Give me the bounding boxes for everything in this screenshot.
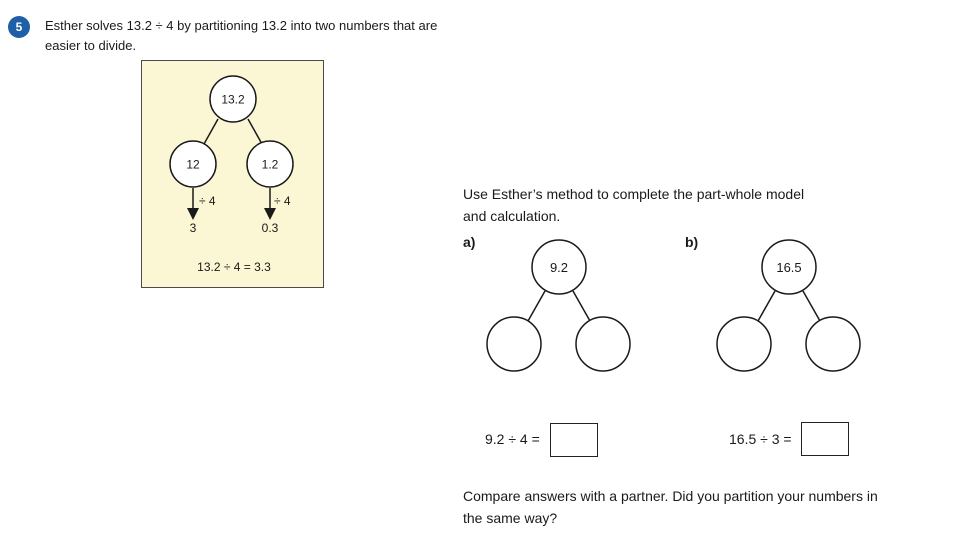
question-text: Esther solves 13.2 ÷ 4 by partitioning 1… — [45, 16, 465, 56]
example-link-left — [203, 118, 219, 145]
question-number: 5 — [15, 20, 23, 34]
answer-box-b[interactable] — [801, 422, 849, 456]
example-result-right: 0.3 — [262, 221, 279, 235]
example-part-right-circle — [246, 140, 294, 188]
example-part-right-value: 1.2 — [262, 158, 279, 172]
question-text-line-2: easier to divide. — [45, 38, 137, 53]
model-a-part-right-circle[interactable] — [575, 316, 631, 372]
example-whole-value: 13.2 — [221, 93, 245, 107]
compare-prompt-line-1: Compare answers with a partner. Did you … — [463, 488, 878, 504]
task-instruction-line-2: and calculation. — [463, 208, 561, 224]
model-a-whole-value: 9.2 — [550, 260, 568, 275]
task-instruction-line-1: Use Esther’s method to complete the part… — [463, 186, 805, 202]
model-b: 16.5 — [716, 239, 861, 372]
example-part-left-value: 12 — [186, 158, 200, 172]
model-a-link-left — [527, 290, 546, 322]
part-b-label: b) — [685, 234, 699, 250]
model-b-part-right-circle[interactable] — [805, 316, 861, 372]
example-equation: 13.2 ÷ 4 = 3.3 — [197, 260, 271, 274]
answer-box-a[interactable] — [550, 423, 598, 457]
model-b-whole-value: 16.5 — [776, 260, 801, 275]
example-result-left: 3 — [190, 221, 197, 235]
task-instruction: Use Esther’s method to complete the part… — [463, 183, 883, 227]
compare-prompt: Compare answers with a partner. Did you … — [463, 485, 943, 529]
model-b-link-right — [802, 290, 821, 322]
model-a-whole-circle — [531, 239, 587, 295]
example-op-right: ÷ 4 — [274, 194, 291, 208]
example-link-right — [247, 118, 263, 145]
model-a-link-right — [572, 290, 591, 322]
model-b-whole-circle — [761, 239, 817, 295]
model-a-part-left-circle[interactable] — [486, 316, 542, 372]
question-text-line-1: Esther solves 13.2 ÷ 4 by partitioning 1… — [45, 18, 438, 33]
example-op-left: ÷ 4 — [199, 194, 216, 208]
example-part-whole-model: 13.2 12 1.2 ÷ 4 ÷ 4 3 0.3 13.2 ÷ 4 = 3.3 — [169, 75, 294, 274]
equation-a: 9.2 ÷ 4 = — [485, 431, 540, 447]
compare-prompt-line-2: the same way? — [463, 510, 558, 526]
model-b-part-left-circle[interactable] — [716, 316, 772, 372]
equation-b: 16.5 ÷ 3 = — [729, 431, 792, 447]
example-part-left-circle — [169, 140, 217, 188]
model-b-link-left — [757, 290, 776, 322]
question-number-badge: 5 — [8, 16, 30, 38]
part-a-label: a) — [463, 234, 476, 250]
example-whole-circle — [209, 75, 257, 123]
model-a: 9.2 — [486, 239, 631, 372]
